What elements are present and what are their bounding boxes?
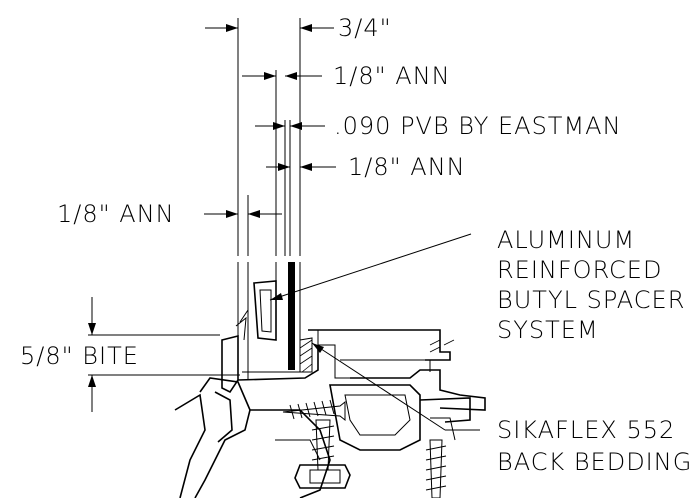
label-spacer-line-3: BUTYL SPACER (497, 286, 685, 314)
frame-profile (174, 309, 486, 498)
glass-lites (237, 18, 301, 380)
label-spacer-line-2: REINFORCED (497, 256, 662, 284)
label-spacer-line-1: ALUMINUM (497, 226, 635, 254)
label-spacer-line-4: SYSTEM (497, 316, 599, 344)
label-bedding-line-2: BACK BEDDING (497, 448, 692, 476)
dimension-lines (88, 24, 336, 412)
back-bedding-sealant (299, 337, 455, 373)
label-overall-thickness: 3/4" (338, 14, 392, 42)
laminate-pane (288, 262, 295, 370)
label-outer-lite: 1/8" ANN (333, 62, 451, 90)
label-single-lite: 1/8" ANN (57, 200, 175, 228)
butyl-spacer (253, 280, 277, 341)
label-bite: 5/8" BITE (20, 342, 139, 370)
screws (282, 399, 447, 498)
label-interlayer: .090 PVB BY EASTMAN (334, 112, 622, 140)
annotations: 3/4" 1/8" ANN .090 PVB BY EASTMAN 1/8" A… (20, 14, 692, 476)
label-inner-lite: 1/8" ANN (348, 153, 466, 181)
label-bedding-line-1: SIKAFLEX 552 (497, 416, 675, 444)
leader-lines (269, 233, 480, 431)
